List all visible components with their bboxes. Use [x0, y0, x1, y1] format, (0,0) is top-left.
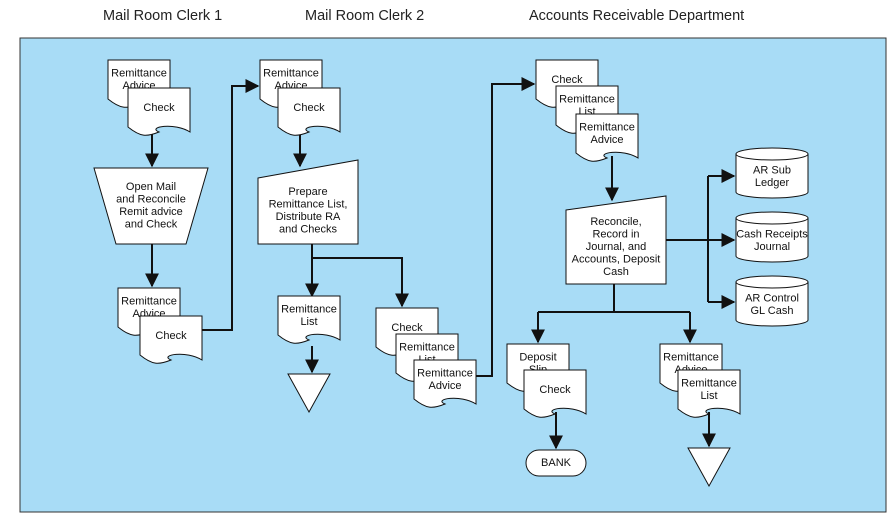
node-label: Check [143, 102, 175, 114]
node-label: BANK [541, 457, 572, 469]
document-check: Check [523, 369, 587, 418]
node-label: Check [539, 384, 571, 396]
node-label: Check [551, 74, 583, 86]
disk-storage-shape [735, 218, 809, 263]
node-label: Remittance [111, 68, 167, 80]
lane-header-mail-room-clerk-1: Mail Room Clerk 1 [103, 8, 223, 24]
document-shape [277, 87, 341, 136]
document-shape [277, 295, 341, 344]
document-shape [413, 359, 477, 408]
flow-arrow [476, 77, 536, 377]
node-label: Cash Receipts [736, 229, 808, 241]
document-shape [677, 369, 741, 418]
node-label: and Reconcile [116, 194, 186, 206]
node-label: Remit advice [119, 206, 183, 218]
disk-storage-shape [735, 282, 809, 327]
connectors [145, 77, 736, 450]
node-label: GL Cash [750, 305, 793, 317]
node-label: and Checks [279, 224, 338, 236]
node-label: Advice [428, 380, 461, 392]
manual-operation-shape [93, 167, 209, 245]
flow-arrow [202, 79, 260, 331]
document-check: Check [127, 87, 191, 136]
node-label: Distribute RA [276, 211, 341, 223]
node-label: Journal [754, 241, 790, 253]
node-label: AR Control [745, 293, 799, 305]
file-symbol [287, 373, 331, 414]
node-label: Remittance [559, 94, 615, 106]
node-label: Remittance [417, 368, 473, 380]
node-label: Check [155, 330, 187, 342]
document-check: Check [277, 87, 341, 136]
node-label: Record in [592, 228, 639, 240]
terminal-shape [525, 449, 587, 477]
node-label: Remittance [121, 296, 177, 308]
disk-storage-top [735, 275, 809, 289]
node-label: Accounts, Deposit [572, 253, 661, 265]
node-label: Check [391, 322, 423, 334]
node-label: List [300, 316, 317, 328]
node-label: Remittance [681, 378, 737, 390]
node-label: Remittance [399, 342, 455, 354]
node-label: Check [293, 102, 325, 114]
node-label: Remittance [663, 352, 719, 364]
node-label: Remittance List, [269, 199, 348, 211]
node-label: Remittance [579, 122, 635, 134]
document-shape [575, 113, 639, 162]
node-label: AR Sub [753, 165, 791, 177]
node-label: Deposit [519, 352, 556, 364]
node-label: Open Mail [126, 181, 176, 193]
document-shape [523, 369, 587, 418]
file-symbol [687, 447, 731, 488]
flow-arrow [312, 257, 409, 308]
node-label: Ledger [755, 177, 790, 189]
manual-input-shape [565, 195, 667, 285]
terminal-bank: BANK [525, 449, 587, 477]
document-shape [127, 87, 191, 136]
node-label: Cash [603, 266, 629, 278]
disk-storage-top [735, 147, 809, 161]
document-shape [139, 315, 203, 364]
disk-storage-top [735, 211, 809, 225]
document-check: Check [139, 315, 203, 364]
node-label: Reconcile, [590, 216, 641, 228]
node-label: Journal, and [586, 241, 647, 253]
manual-input-shape [257, 159, 359, 245]
node-label: Advice [590, 134, 623, 146]
disk-storage-shape [735, 154, 809, 199]
lane-header-accounts-receivable: Accounts Receivable Department [529, 8, 745, 24]
node-label: Remittance [263, 68, 319, 80]
lane-header-mail-room-clerk-2: Mail Room Clerk 2 [305, 8, 425, 24]
node-label: Remittance [281, 304, 337, 316]
node-label: List [700, 390, 717, 402]
node-label: and Check [125, 219, 178, 231]
node-label: Prepare [288, 186, 327, 198]
